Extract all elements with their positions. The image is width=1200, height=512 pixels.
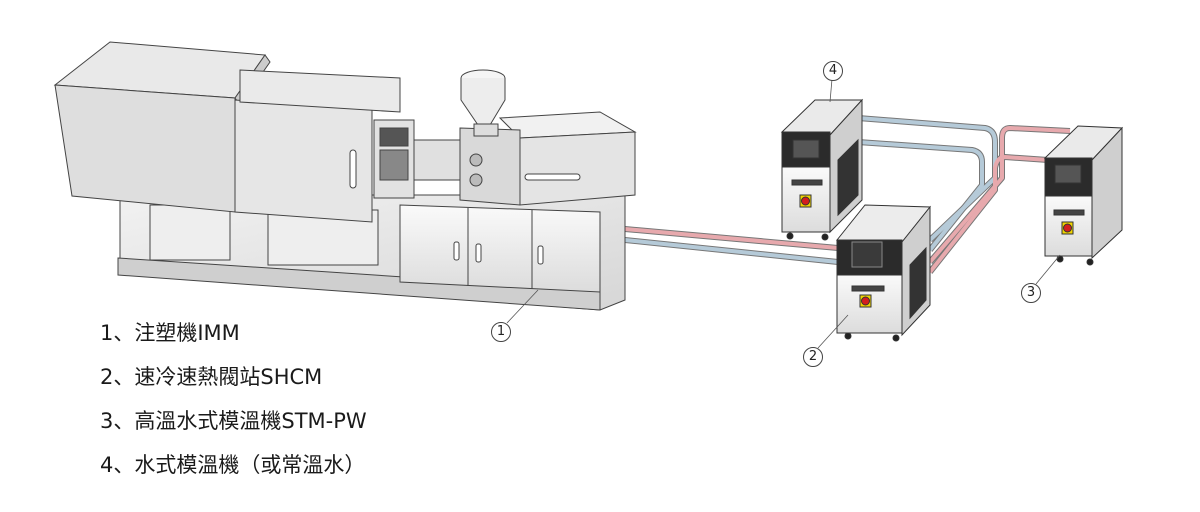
hot-pipe	[624, 227, 839, 250]
callout-1: 1	[491, 322, 511, 342]
callout-2: 2	[803, 347, 823, 367]
legend-item-shcm: 2、速冷速熱閥站SHCM	[100, 365, 323, 389]
legend: 1、注塑機IMM 2、速冷速熱閥站SHCM 3、高溫水式模溫機STM-PW 4、…	[100, 318, 367, 494]
legend-item-imm: 1、注塑機IMM	[100, 321, 240, 345]
callout-4: 4	[823, 61, 843, 81]
legend-item-stm-pw: 3、高溫水式模溫機STM-PW	[100, 409, 367, 433]
injection-molding-machine	[53, 41, 637, 311]
temperature-unit-2	[835, 204, 932, 342]
temperature-unit-3	[1043, 125, 1124, 266]
temperature-unit-4	[780, 98, 864, 241]
pipes	[624, 115, 1071, 274]
legend-item-water-tcu: 4、水式模溫機（或常溫水）	[100, 453, 366, 477]
leader-lines	[506, 78, 1061, 349]
callout-3: 3	[1021, 283, 1041, 303]
cold-pipe	[624, 238, 839, 264]
